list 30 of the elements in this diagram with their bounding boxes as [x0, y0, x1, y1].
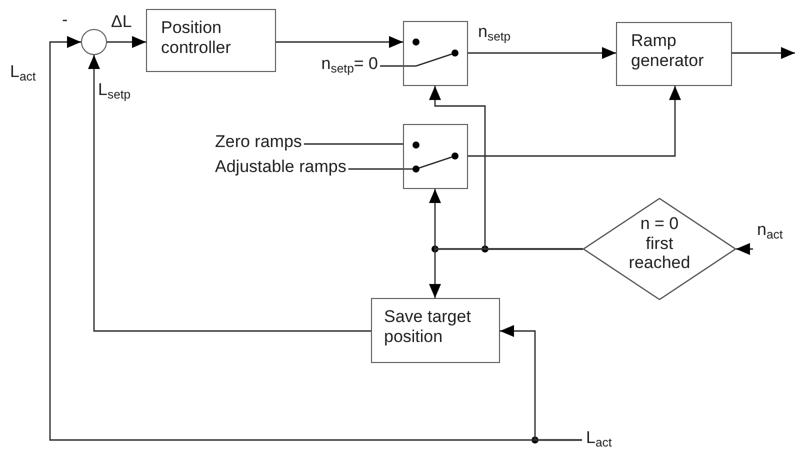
process-box [371, 298, 500, 363]
signal-arrow [88, 55, 371, 332]
switch-box [403, 124, 468, 189]
signal-arrow [107, 36, 146, 48]
node-label: Position controller [161, 18, 232, 59]
signal-label: L$_{act}$ [586, 428, 612, 453]
signal-label: Zero ramps [215, 132, 302, 156]
signal-line [348, 168, 403, 170]
signal-arrow [468, 86, 681, 157]
signal-arrow [736, 243, 753, 255]
signal-arrow [500, 325, 582, 441]
signal-label: n$_{act}$ [757, 220, 783, 246]
signal-label: n$_{setp}$= 0 [294, 54, 378, 78]
signal-arrow [276, 36, 403, 48]
process-box [146, 9, 276, 72]
node-label: Save target position [384, 307, 472, 348]
node-label: n = 0 first reached [628, 214, 692, 273]
signal-arrow [468, 47, 616, 59]
process-box [616, 22, 732, 86]
signal-line [304, 143, 403, 145]
summing-junction [81, 29, 107, 55]
signal-arrow [732, 47, 795, 59]
node-label: Ramp generator [631, 31, 705, 72]
switch-box [403, 21, 468, 86]
decision-diamond [583, 198, 736, 300]
edge-label: L$_{act}$ [10, 62, 36, 82]
signal-label: Adjustable ramps [215, 157, 346, 181]
signal-line [380, 65, 403, 67]
signal-arrow [429, 248, 583, 298]
edge-label: L$_{setp}$ [98, 80, 131, 100]
